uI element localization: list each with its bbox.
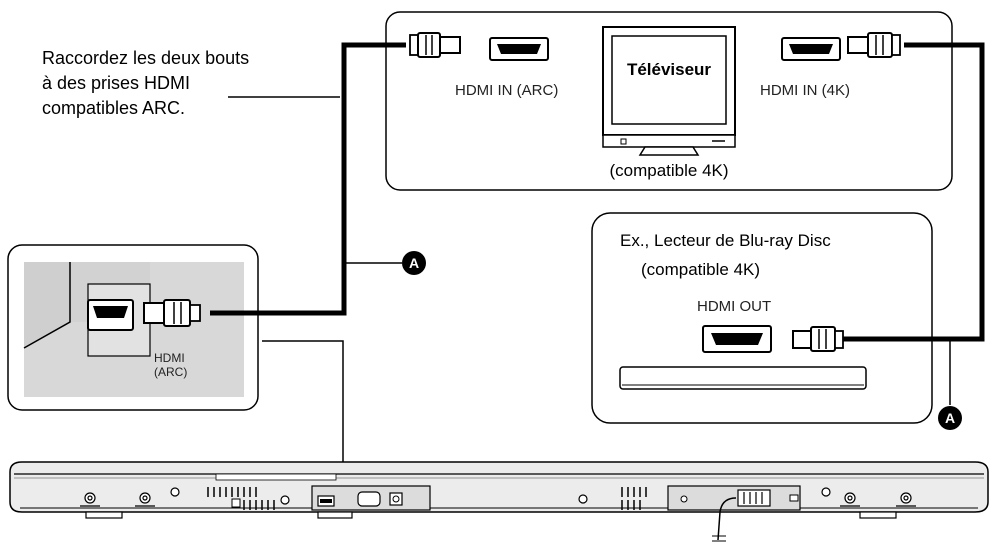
- callout-a-label-1: A: [409, 255, 419, 271]
- player-port-label: HDMI OUT: [697, 298, 771, 315]
- television-icon: [602, 26, 736, 156]
- instruction-line-3: compatibles ARC.: [42, 98, 185, 118]
- player-hdmi-out-port: [702, 325, 772, 353]
- player-title: Ex., Lecteur de Blu-ray Disc: [620, 231, 831, 250]
- instruction-text: Raccordez les deux bouts à des prises HD…: [42, 48, 340, 118]
- tv-hdmi-4k-port: [781, 37, 841, 61]
- tv-panel: HDMI IN (ARC) Téléviseur (compatible 4K)…: [385, 11, 953, 191]
- callout-a-badge-2: [938, 406, 962, 430]
- soundbar-port-label-1: HDMI: [154, 351, 185, 365]
- instruction-line-2: à des prises HDMI: [42, 73, 190, 93]
- cable-plug-tv-4k: [847, 32, 901, 58]
- callout-a-label-2: A: [945, 410, 955, 426]
- soundbar-terminal-panel: [311, 485, 431, 511]
- cable-plug-tv-arc: [409, 32, 461, 58]
- soundbar-port-label-2: (ARC): [154, 365, 187, 379]
- tv-port-arc-label: HDMI IN (ARC): [455, 82, 558, 99]
- callout-a-badge-1: [402, 251, 426, 275]
- player-compat-label: (compatible 4K): [641, 260, 760, 279]
- tv-hdmi-arc-port: [489, 37, 549, 61]
- hdmi-cable-arc: A: [143, 32, 461, 327]
- tv-compat-label: (compatible 4K): [609, 161, 728, 180]
- power-cord: [717, 497, 737, 541]
- instruction-line-1: Raccordez les deux bouts: [42, 48, 249, 68]
- soundbar-rear-view: [9, 461, 989, 542]
- soundbar-port-closeup: HDMI (ARC): [7, 244, 259, 411]
- player-panel: Ex., Lecteur de Blu-ray Disc (compatible…: [591, 212, 933, 424]
- cable-plug-soundbar: [143, 299, 201, 327]
- tv-port-4k-label: HDMI IN (4K): [760, 82, 850, 99]
- bluray-player-body: [619, 366, 867, 390]
- closeup-leader-line: [262, 340, 344, 495]
- hdmi-cable-4k: A: [792, 32, 985, 430]
- cable-plug-player: [792, 326, 844, 352]
- soundbar-vents: [207, 487, 647, 510]
- tv-screen-label: Téléviseur: [627, 60, 711, 79]
